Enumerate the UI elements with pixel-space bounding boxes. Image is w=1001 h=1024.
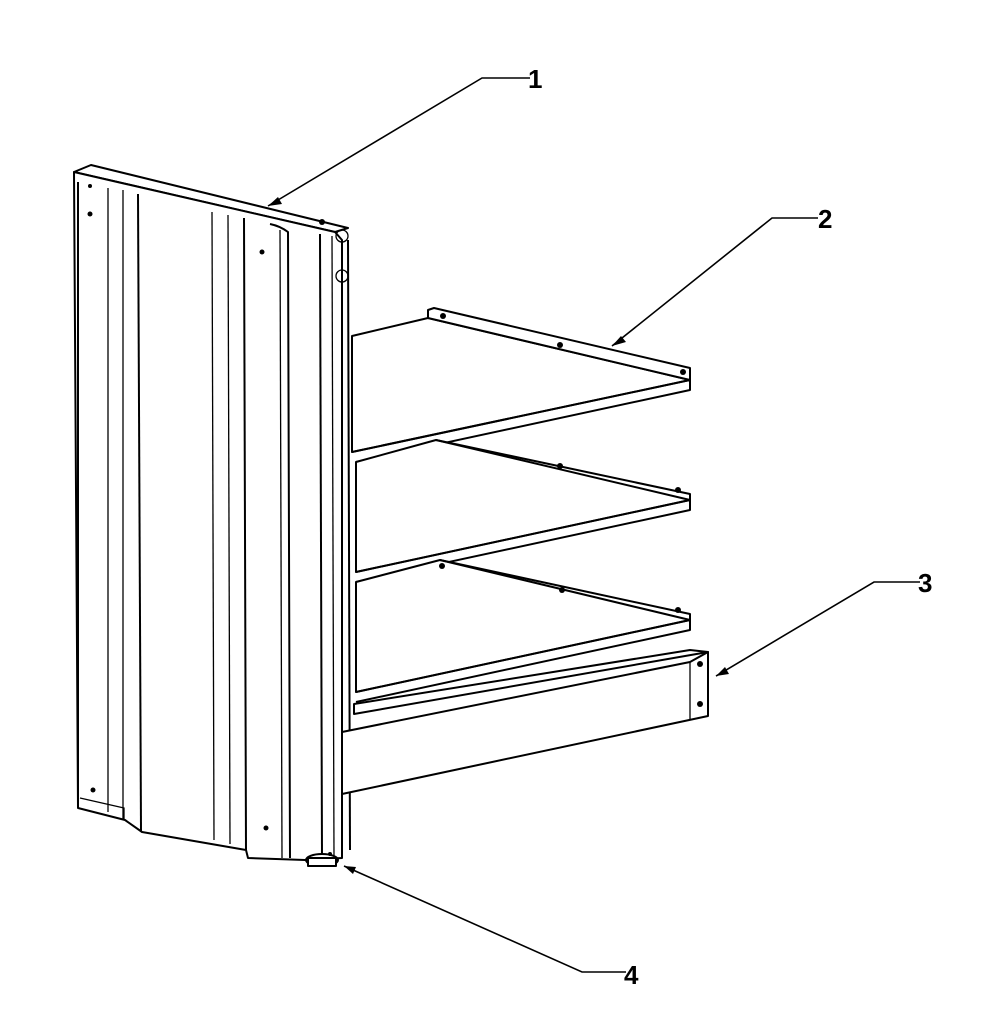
leader-4 xyxy=(343,865,626,973)
callout-3: 3 xyxy=(918,568,932,598)
part-2-shelf-middle xyxy=(355,439,691,583)
leader-2 xyxy=(611,217,818,347)
leader-3 xyxy=(715,581,920,677)
part-3-base-rail xyxy=(341,649,709,795)
part-2-shelf-bottom xyxy=(355,559,691,703)
part-4-leveling-foot xyxy=(305,852,339,867)
part-2-shelf-top xyxy=(351,307,691,463)
callout-4: 4 xyxy=(624,960,639,990)
callout-2: 2 xyxy=(818,204,832,234)
leader-1 xyxy=(267,77,530,207)
part-1-side-panel xyxy=(73,164,349,861)
callout-1: 1 xyxy=(528,64,542,94)
leader-lines xyxy=(267,77,920,973)
